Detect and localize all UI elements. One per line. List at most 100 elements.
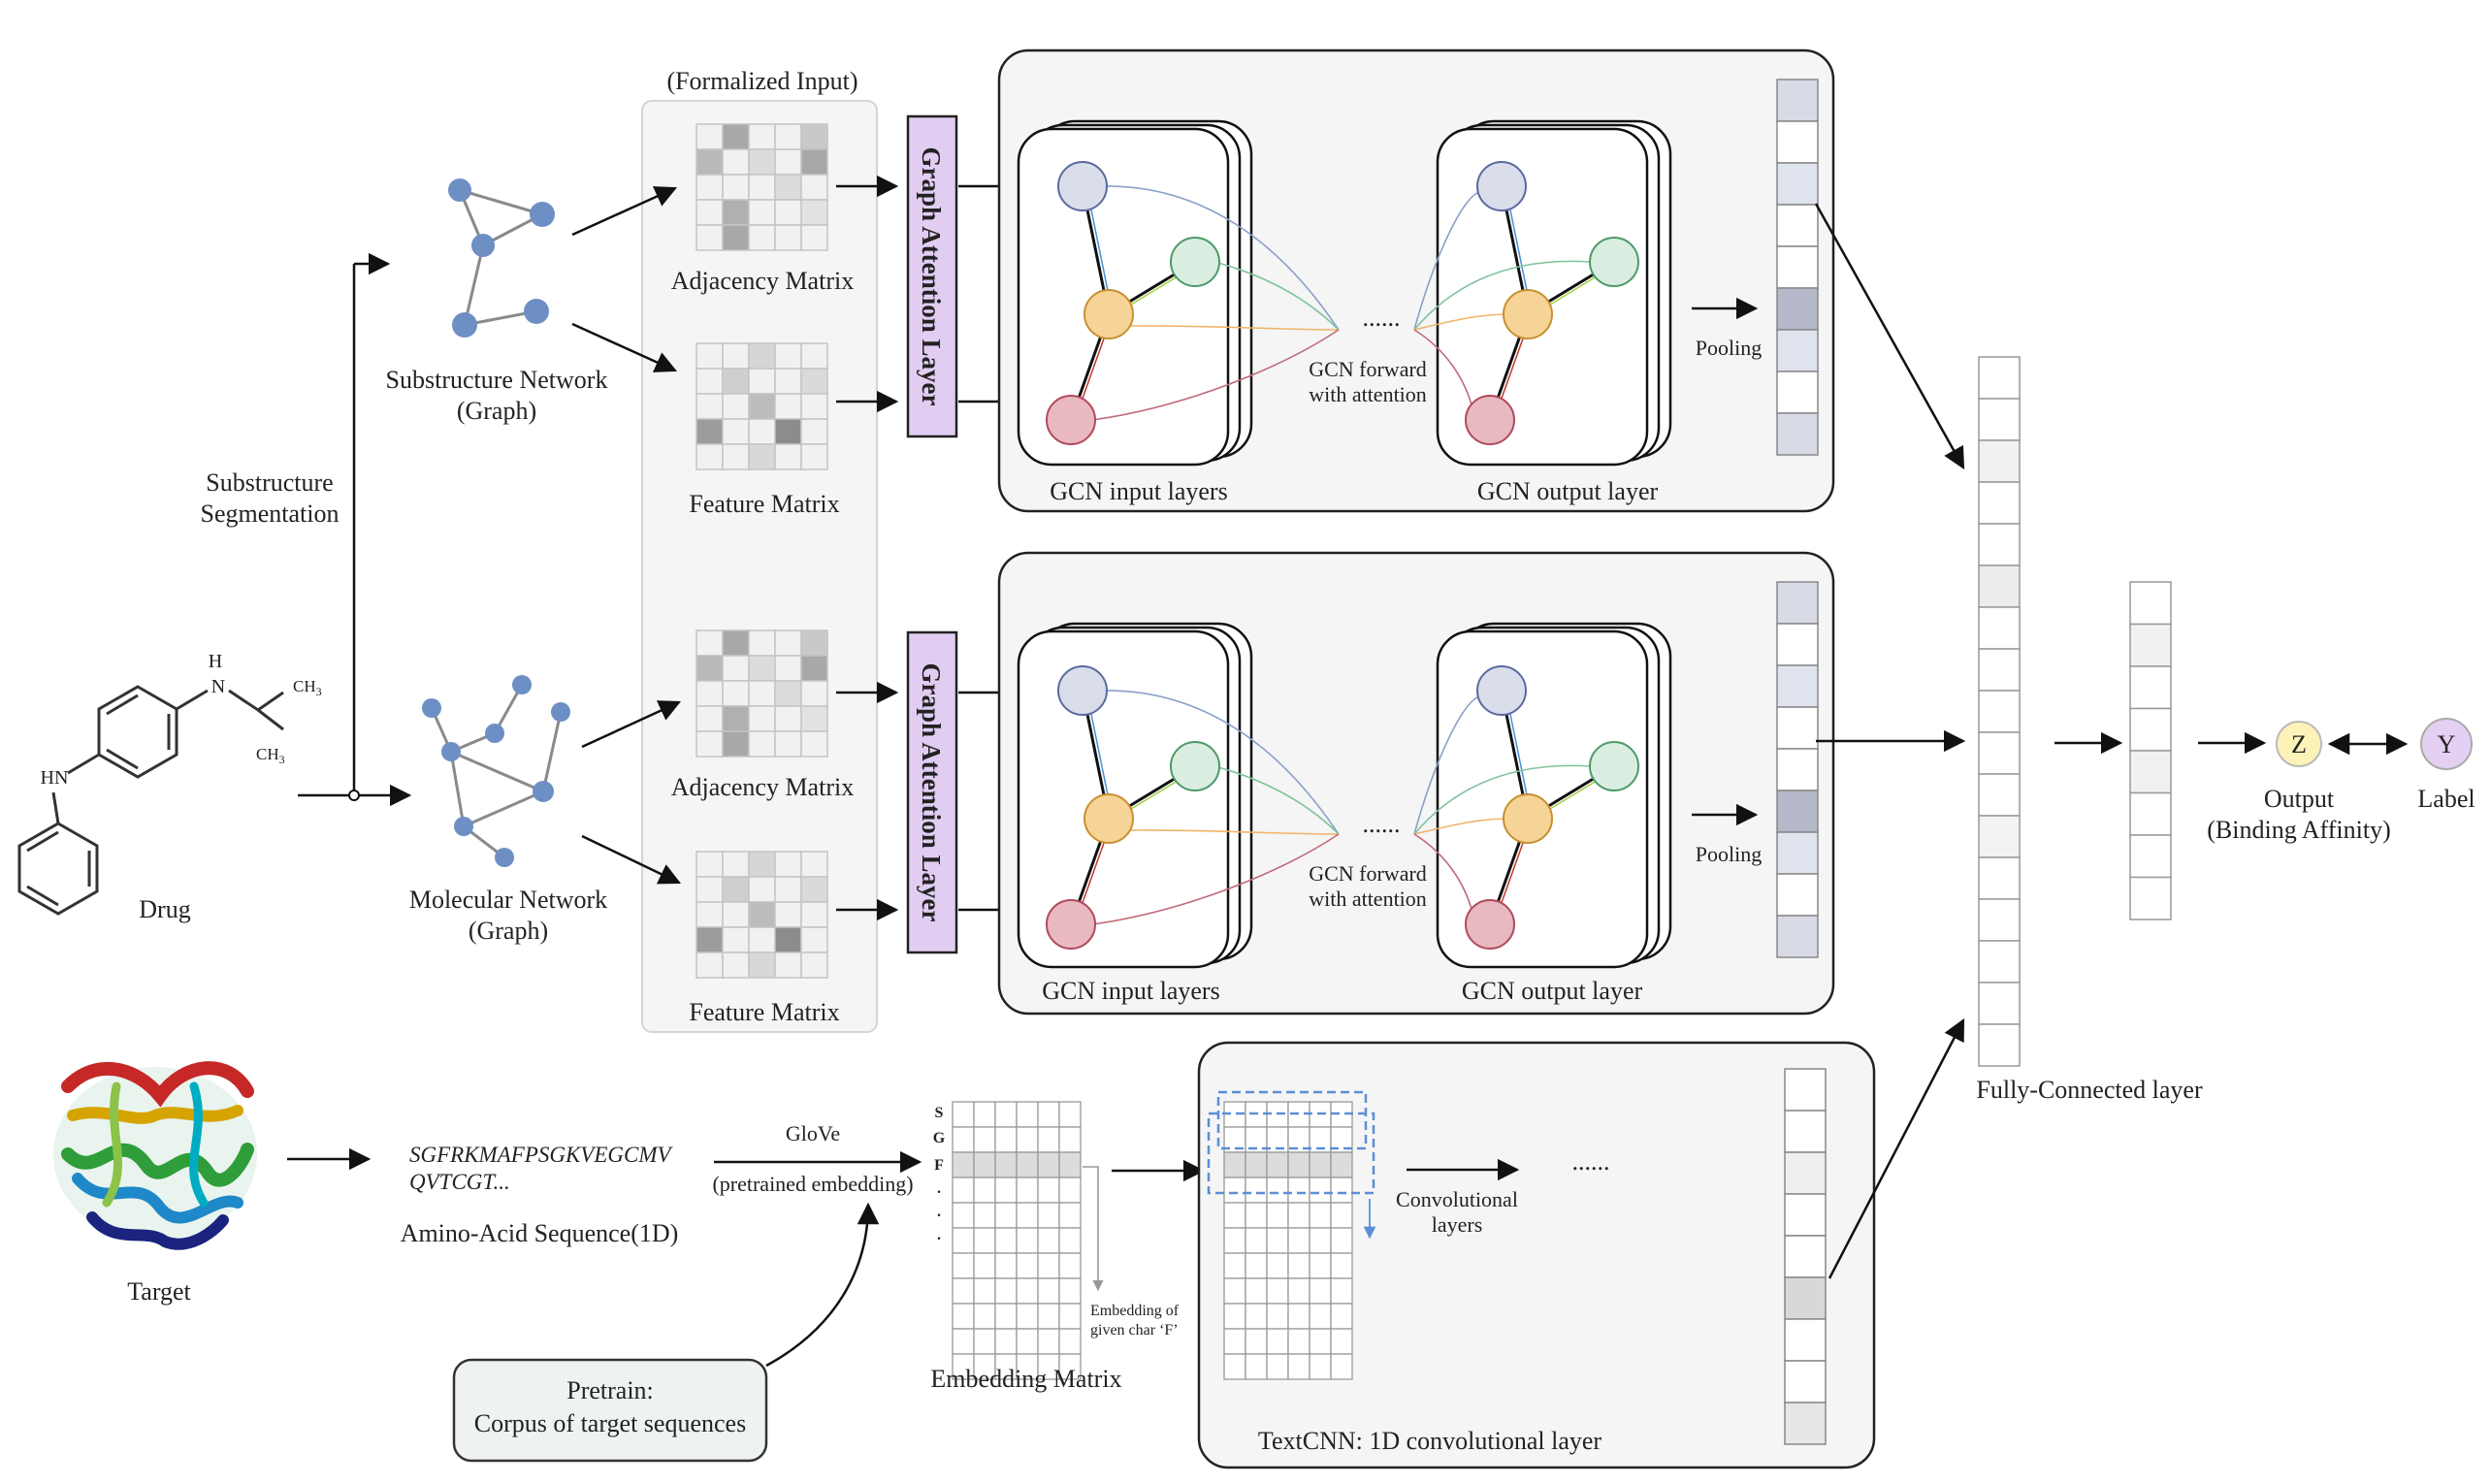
vector-cell <box>1978 898 2021 942</box>
embedding-cell <box>952 1252 975 1279</box>
matrix-cell <box>800 901 828 928</box>
matrix-cell <box>748 705 776 732</box>
target-label: Target <box>127 1277 191 1306</box>
textcnn-cell <box>1266 1328 1289 1355</box>
vector-cell <box>1776 329 1819 372</box>
vector-cell <box>1784 1318 1827 1362</box>
dots-top: ...... <box>1363 304 1401 332</box>
adjacency-matrix-label-bottom: Adjacency Matrix <box>671 773 854 801</box>
matrix-cell <box>800 224 828 251</box>
embedding-cell <box>1016 1126 1039 1153</box>
textcnn-cell <box>1287 1328 1310 1355</box>
textcnn-cell <box>1223 1252 1246 1279</box>
textcnn-cell <box>1309 1177 1332 1204</box>
textcnn-cell <box>1309 1151 1332 1178</box>
vector-cell <box>1776 245 1819 289</box>
formalized-input-panel <box>641 100 878 1033</box>
matrix-cell <box>774 418 802 445</box>
gcn-node <box>1057 665 1108 716</box>
embedding-cell <box>973 1101 996 1128</box>
attention-curve <box>1413 191 1481 331</box>
matrix-cell <box>696 876 724 903</box>
vector-cell <box>1776 748 1819 791</box>
textcnn-cell <box>1223 1353 1246 1380</box>
gcn-node <box>1084 289 1134 339</box>
textcnn-cell <box>1330 1328 1353 1355</box>
vector-cell <box>1776 120 1819 164</box>
embedding-cell <box>1058 1151 1082 1178</box>
matrix-cell <box>774 224 802 251</box>
matrix-cell <box>800 368 828 395</box>
embedding-cell <box>973 1328 996 1355</box>
matrix-cell <box>722 655 750 682</box>
matrix-cell <box>696 342 724 370</box>
substructure-graph <box>448 178 555 338</box>
pretrain-label-2: Corpus of target sequences <box>474 1409 746 1437</box>
embedding-cell <box>1016 1277 1039 1305</box>
matrix-cell <box>774 368 802 395</box>
textcnn-cell <box>1245 1151 1268 1178</box>
matrix-cell <box>774 926 802 953</box>
matrix-cell <box>774 705 802 732</box>
attention-curve <box>1413 695 1481 835</box>
label-node-label: Y <box>2438 730 2456 758</box>
textcnn-cell <box>1223 1227 1246 1254</box>
molecular-network-label-1: Molecular Network <box>409 886 607 914</box>
vector-cell <box>2129 665 2172 710</box>
matrix-cell <box>722 851 750 878</box>
textcnn-cell <box>1287 1227 1310 1254</box>
pretrained-embedding-label: (pretrained embedding) <box>712 1172 913 1196</box>
embedding-cell <box>1016 1252 1039 1279</box>
matrix-cell <box>774 876 802 903</box>
gcn-node <box>1503 289 1553 339</box>
vector-cell <box>1784 1360 1827 1403</box>
embedding-cell <box>994 1303 1018 1330</box>
embedding-row-dot-3: . <box>937 1227 941 1243</box>
textcnn-cell <box>1245 1353 1268 1380</box>
feature-matrix-bottom <box>696 851 828 979</box>
textcnn-cell <box>1266 1252 1289 1279</box>
graph-attention-layer-bottom <box>906 630 958 954</box>
adjacency-matrix-top <box>696 123 828 251</box>
matrix-cell <box>800 342 828 370</box>
embedding-cell <box>1058 1353 1082 1380</box>
matrix-cell <box>748 148 776 176</box>
embedding-cell <box>952 1151 975 1178</box>
vector-cell <box>1776 162 1819 206</box>
matrix-cell <box>748 680 776 707</box>
matrix-cell <box>722 174 750 201</box>
matrix-cell <box>722 148 750 176</box>
gcn-node <box>1046 395 1096 445</box>
textcnn-panel <box>1197 1041 1876 1469</box>
vector-cell <box>1776 873 1819 917</box>
vector-cell <box>1784 1068 1827 1112</box>
split-junction <box>348 790 360 801</box>
drug-label: Drug <box>139 895 190 923</box>
matrix-cell <box>748 876 776 903</box>
textcnn-cell <box>1287 1303 1310 1330</box>
output-node-label: Z <box>2291 730 2307 758</box>
embedding-cell <box>973 1303 996 1330</box>
conv-window-1 <box>1216 1090 1368 1150</box>
matrix-cell <box>696 123 724 150</box>
matrix-cell <box>696 680 724 707</box>
vector-cell <box>1784 1235 1827 1278</box>
matrix-cell <box>722 705 750 732</box>
textcnn-cell <box>1330 1252 1353 1279</box>
embedding-cell <box>1016 1328 1039 1355</box>
embedding-cell <box>1037 1252 1060 1279</box>
gcn-node <box>1503 793 1553 844</box>
adjacency-matrix-label-top: Adjacency Matrix <box>671 267 854 295</box>
gcn-node <box>1046 899 1096 950</box>
matrix-cell <box>722 368 750 395</box>
matrix-cell <box>748 368 776 395</box>
textcnn-label: TextCNN: 1D convolutional layer <box>1258 1427 1602 1455</box>
convolutional-layers-label-2: layers <box>1432 1212 1483 1237</box>
matrix-cell <box>748 393 776 420</box>
attention-curve <box>1129 829 1340 835</box>
matrix-cell <box>696 368 724 395</box>
textcnn-cell <box>1223 1328 1246 1355</box>
matrix-cell <box>748 199 776 226</box>
vector-cell <box>1776 204 1819 247</box>
attention-curve <box>1101 690 1340 835</box>
